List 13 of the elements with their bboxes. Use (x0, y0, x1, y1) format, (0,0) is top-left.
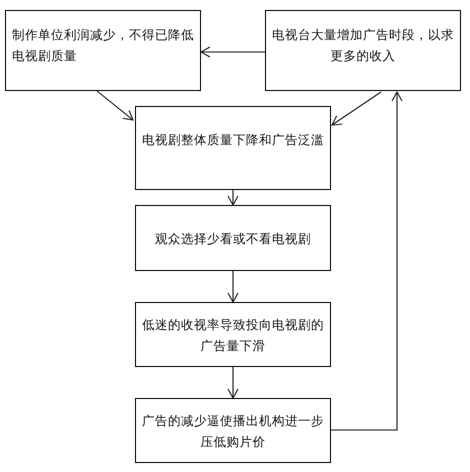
process-box: 低迷的收视率导致投向电视剧的广告量下滑 (135, 302, 331, 367)
arrow (227, 271, 239, 303)
process-box: 制作单位利润减少，不得已降低电视剧质量 (5, 10, 201, 91)
arrow (96, 90, 134, 121)
arrow (331, 91, 403, 431)
arrow (200, 46, 265, 58)
process-box: 观众选择少看或不看电视剧 (135, 205, 331, 271)
arrow (227, 190, 239, 206)
process-box: 广告的减少逼使播出机构进一步压低购片价 (135, 398, 331, 463)
process-box: 电视剧整体质量下降和广告泛滥 (135, 106, 331, 190)
arrow (331, 92, 382, 126)
arrow (227, 367, 239, 399)
process-box: 电视台大量增加广告时段，以求更多的收入 (265, 10, 461, 91)
